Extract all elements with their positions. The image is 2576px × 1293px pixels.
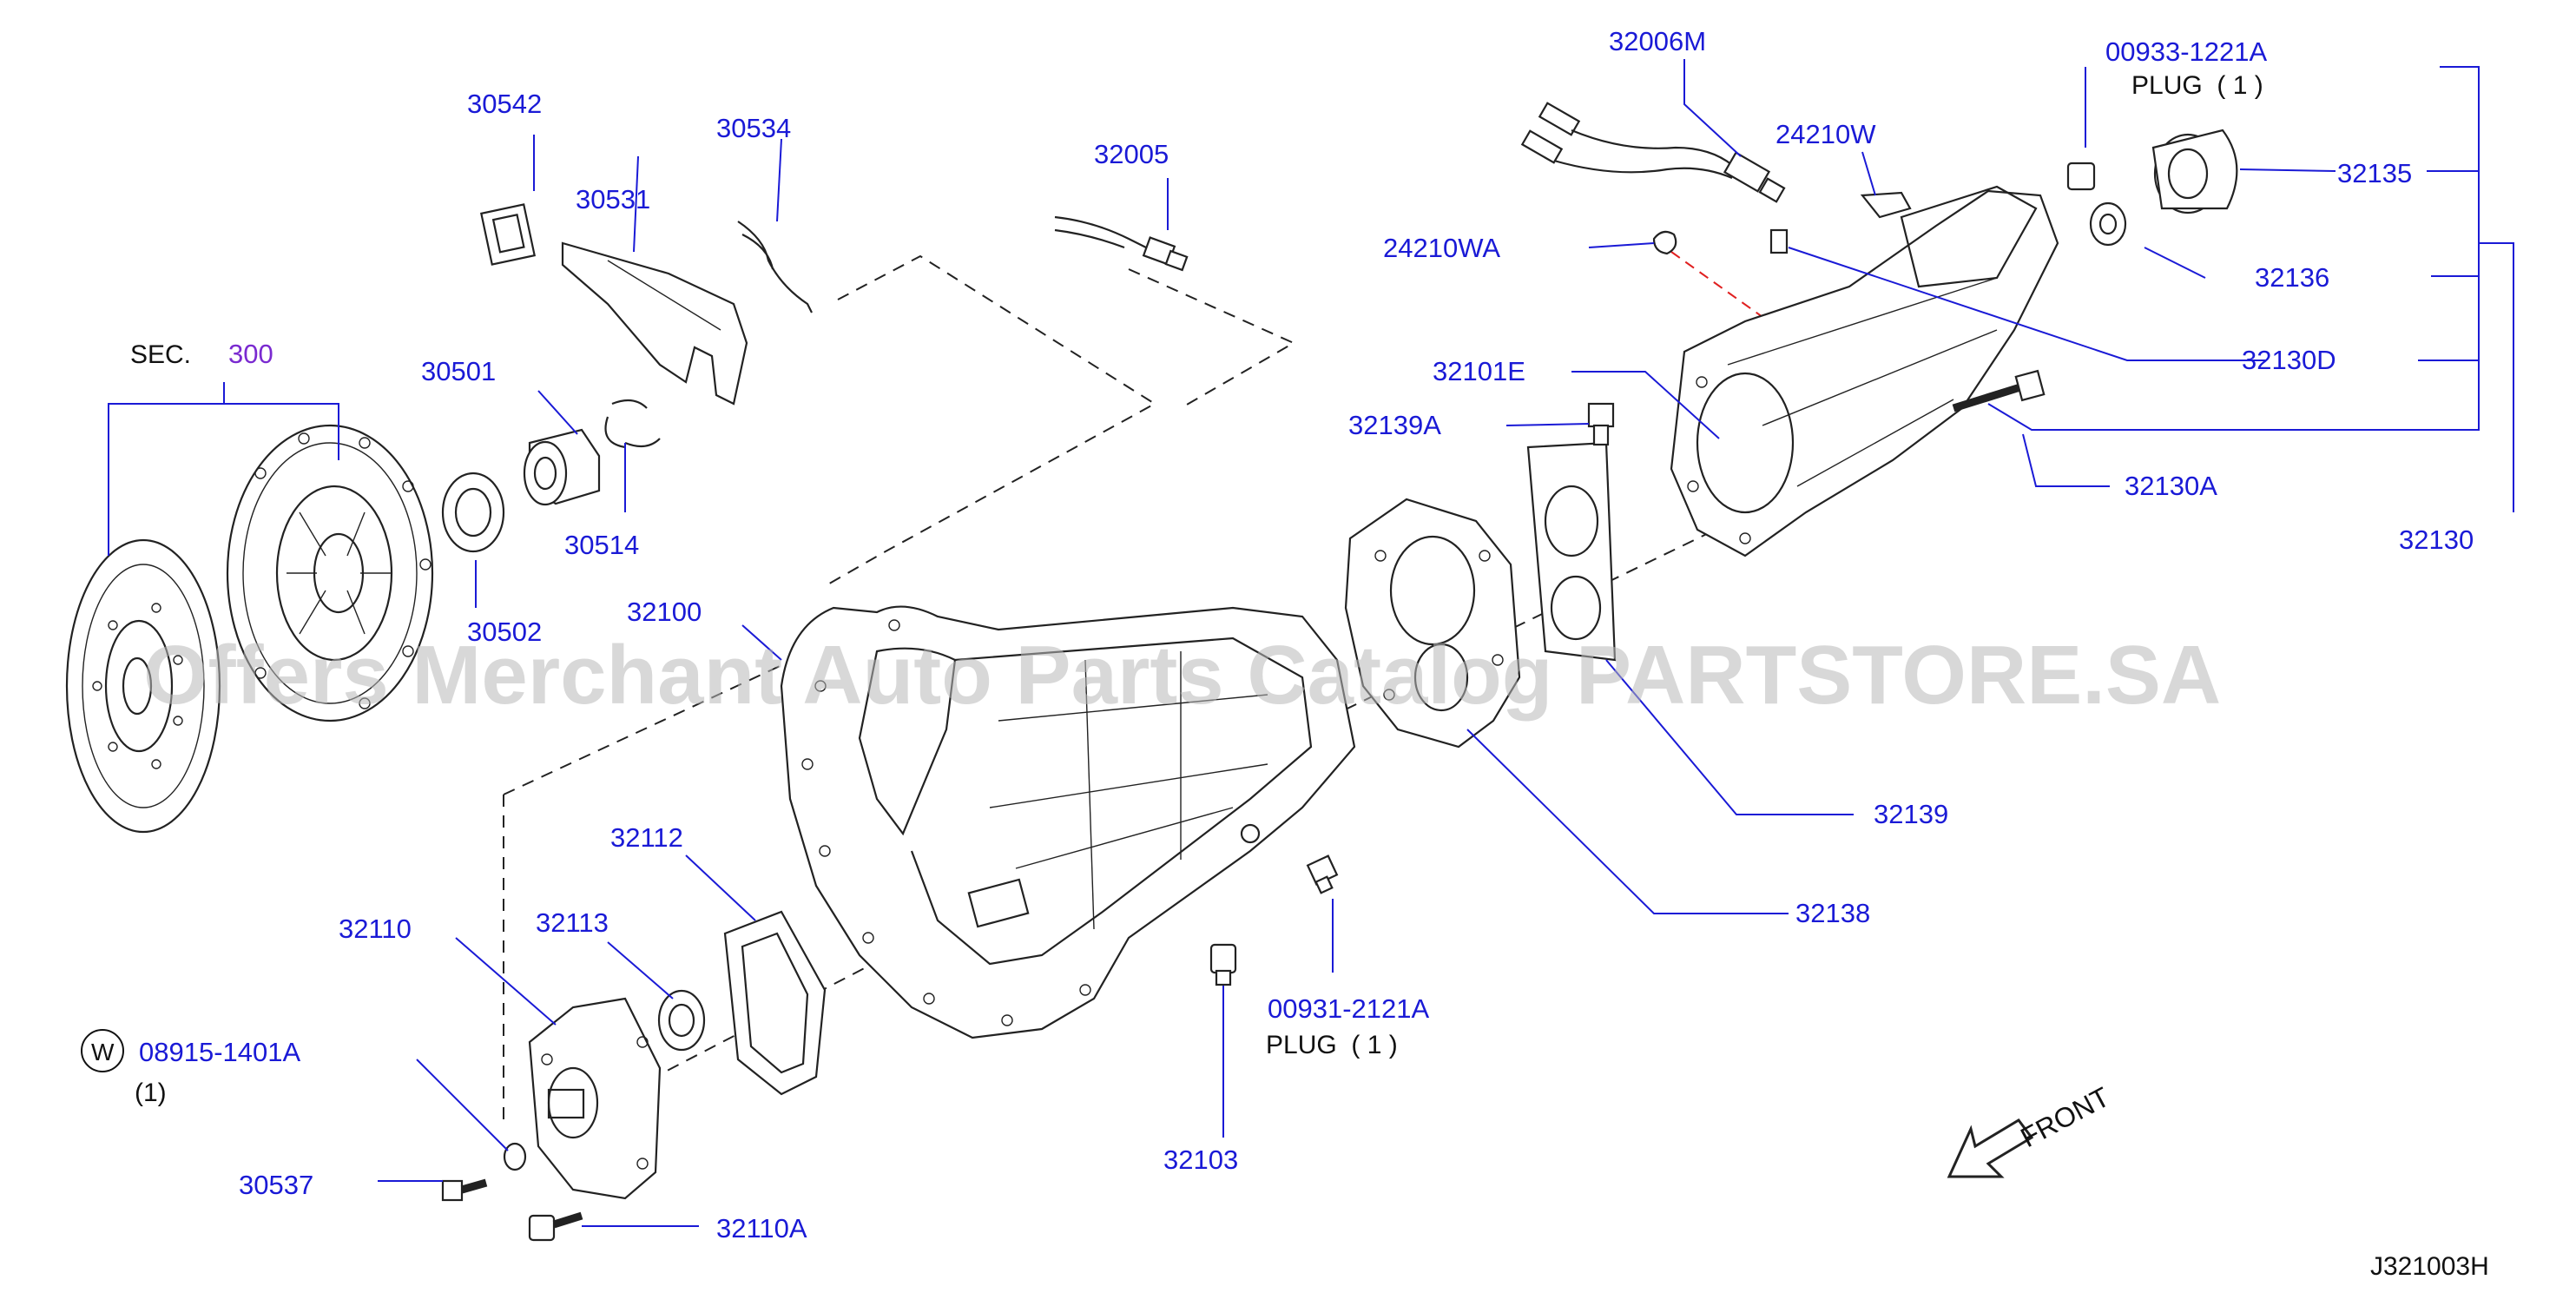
front-oil-seal [657,989,706,1052]
front-bolt [441,1178,488,1202]
label-32136: 32136 [2255,262,2329,293]
label-32130A: 32130A [2125,471,2217,501]
label-32139A: 32139A [1348,410,1441,440]
knock-pin [1587,402,1615,446]
label-30542: 30542 [467,89,542,119]
clutch-disc [65,538,221,834]
label-24210WA: 24210WA [1383,233,1500,263]
label-32135: 32135 [2337,158,2412,188]
label-32113: 32113 [536,907,609,938]
front-arrow-icon [1947,1118,2034,1178]
transmission-case [780,605,1356,1039]
extension-bolt [1952,369,2046,412]
front-cover-gasket [723,910,827,1096]
dust-cover [2151,129,2238,214]
watermark-text: Offers Merchant Auto Parts Catalog PARTS… [143,629,2221,722]
label-00933-1221A: 00933-1221A [2105,36,2267,67]
label-00933-plug-note: PLUG ( 1 ) [2131,71,2263,100]
washer [503,1142,527,1171]
leader-lines [108,59,2514,1227]
label-diagram-id: J321003H [2370,1252,2489,1281]
cover-bolt [528,1211,583,1242]
washer-symbol-icon [81,1029,124,1072]
oil-seal [2089,201,2127,247]
bracket-and-clip [1652,191,1912,255]
label-08915-1401A: 08915-1401A [139,1037,300,1067]
label-30502: 30502 [467,617,542,647]
label-sec-prefix: SEC. [130,340,191,369]
label-washer-symbol: W [91,1039,115,1065]
label-32006M: 32006M [1609,26,1706,56]
label-32100: 32100 [627,597,702,627]
back-up-lamp-switch [1054,215,1189,272]
label-00931-plug-note: PLUG ( 1 ) [1266,1031,1398,1059]
label-30514: 30514 [564,530,639,560]
drain-plug [1209,943,1237,986]
label-00931-2121A: 00931-2121A [1268,993,1429,1024]
label-32130D: 32130D [2242,345,2336,375]
rear-extension [1670,185,2059,557]
filler-plug [1306,854,1339,894]
part-number-labels: 30542 30534 30531 32005 32006M 00933-122… [81,26,2489,1281]
label-24210W: 24210W [1776,119,1876,149]
label-32101E: 32101E [1433,356,1525,386]
release-bearing-group [441,399,661,553]
label-sec-number: 300 [228,339,273,369]
label-30531: 30531 [576,184,650,214]
withdrawal-lever [480,203,813,406]
label-32112: 32112 [610,822,683,853]
label-front: FRONT [2015,1081,2114,1154]
extension-plug [2066,162,2096,191]
harness-switch [1520,102,1786,203]
adapter-gasket [1526,441,1617,662]
label-08915-qty: (1) [135,1079,167,1107]
label-32110A: 32110A [716,1213,807,1244]
label-30501: 30501 [421,356,496,386]
label-30537: 30537 [239,1170,313,1200]
label-32139: 32139 [1874,799,1948,829]
front-cover [528,997,662,1200]
label-30534: 30534 [716,113,791,143]
label-32130: 32130 [2399,524,2474,555]
adapter-plate [1344,498,1521,749]
label-32110: 32110 [339,914,412,944]
label-32103: 32103 [1163,1145,1238,1175]
label-32138: 32138 [1795,898,1870,928]
clutch-cover [226,424,434,722]
label-32005: 32005 [1094,139,1169,169]
